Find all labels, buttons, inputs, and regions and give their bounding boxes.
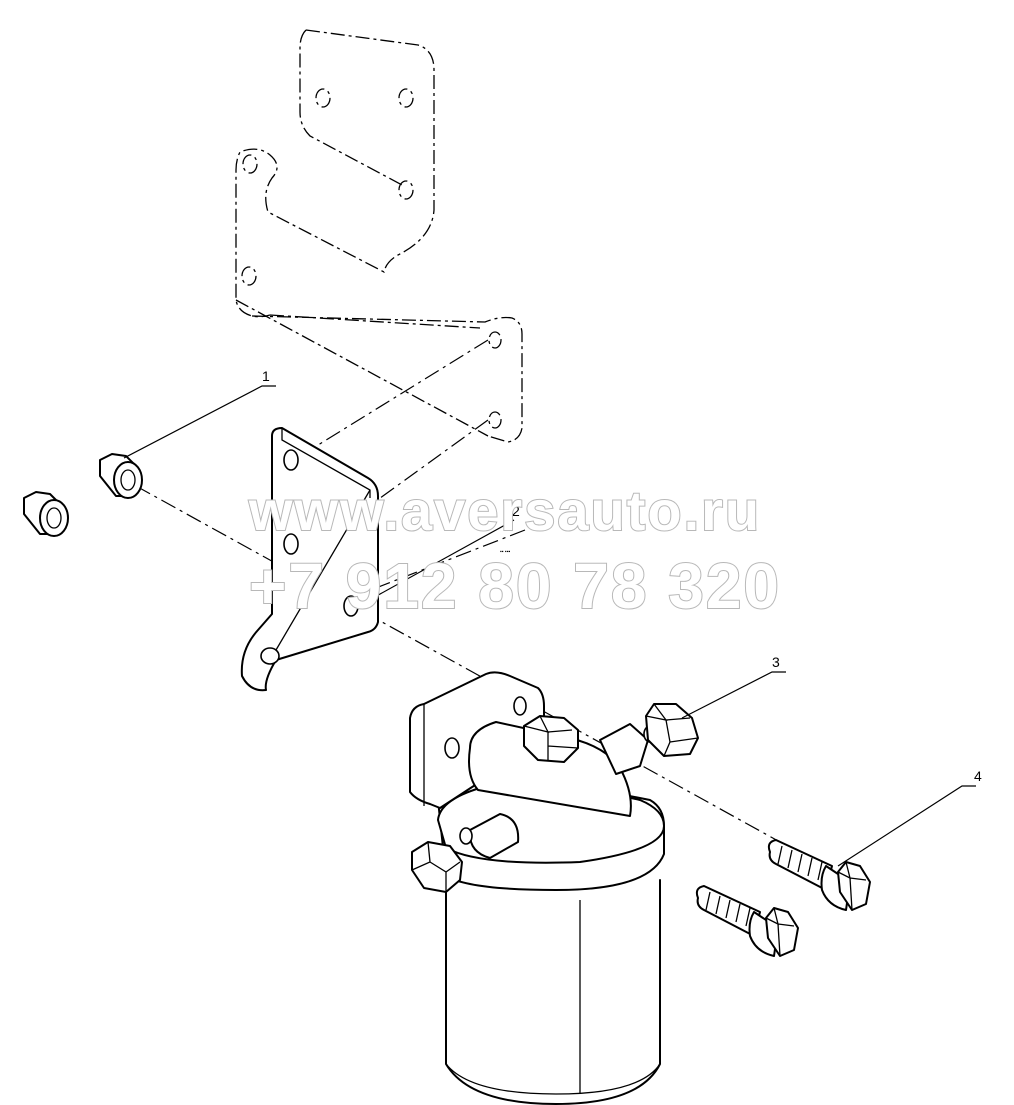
callout-3: 3 (681, 654, 786, 719)
filter-side-fitting-left (411, 813, 520, 893)
part-2-mounting-bracket (240, 427, 379, 692)
watermark: www.aversauto.ru +7 912 80 78 320 (247, 478, 781, 623)
filter-side-fitting-right (599, 703, 699, 775)
callout-2-label: 2 (512, 503, 520, 519)
callout-1: 1 (123, 368, 276, 459)
part-4-flange-bolt-b (695, 885, 799, 957)
filter-top-bolt (523, 715, 579, 763)
part-4-flange-bolt-a (767, 839, 871, 911)
phantom-upper-bracket (235, 29, 523, 443)
watermark-phone: +7 912 80 78 320 (249, 550, 781, 622)
callout-3-label: 3 (772, 654, 780, 670)
callout-2: 2 (361, 503, 520, 605)
fuel-filter-assembly (409, 671, 665, 1105)
part-1-flange-nut-b (23, 491, 69, 537)
small-mark: ▪▪ ▪▪▪ (500, 549, 510, 555)
part-1-flange-nut-a (99, 453, 143, 499)
callout-1-label: 1 (262, 368, 270, 384)
callout-4-label: 4 (974, 768, 982, 784)
watermark-url: www.aversauto.ru (248, 479, 761, 542)
callout-4: 4 (837, 768, 982, 867)
